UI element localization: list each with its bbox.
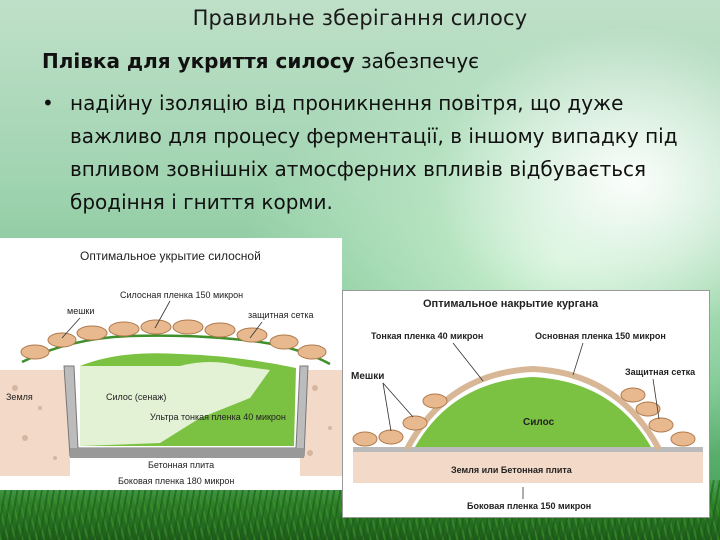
- left-earth-wall: [0, 370, 70, 476]
- label-film150: Силосная пленка 150 микрон: [120, 290, 243, 300]
- silage-mound-diagram: Оптимальное накрытие кургана Тонкая плен…: [342, 290, 710, 518]
- slide-title: Правильне зберігання силосу: [192, 6, 528, 30]
- silage-highlight: [80, 362, 270, 446]
- label-mound-silage: Силос: [523, 417, 555, 428]
- silage-trench-diagram: Оптимальное укрытие силосной Силосная пл…: [0, 238, 342, 490]
- left-fig-title: Оптимальное укрытие силосной: [80, 249, 261, 263]
- label-mound-net: Защитная сетка: [625, 367, 696, 377]
- bullet-text: надійну ізоляцію від проникнення повітря…: [70, 91, 678, 214]
- label-ground: Земля или Бетонная плита: [451, 465, 573, 475]
- concrete-slab: [70, 448, 304, 458]
- label-mound-bags: Мешки: [351, 371, 384, 382]
- ground-slab: [353, 451, 703, 483]
- bag-row: [20, 319, 327, 360]
- bullet-marker: •: [42, 91, 54, 115]
- silage-mound: [415, 377, 651, 447]
- label-thin: Тонкая пленка 40 микрон: [371, 331, 483, 341]
- lead-rest: забезпечує: [354, 49, 480, 73]
- right-earth-wall: [300, 370, 342, 476]
- label-net: защитная сетка: [248, 310, 314, 320]
- label-side: Боковая пленка 150 микрон: [467, 501, 591, 511]
- bottom-film: [353, 447, 703, 452]
- right-fig-title: Оптимальное накрытие кургана: [423, 298, 599, 310]
- lead-line: Плівка для укриття силосу забезпечує: [42, 49, 479, 73]
- label-silage: Силос (сенаж): [106, 392, 166, 402]
- lead-bold: Плівка для укриття силосу: [42, 49, 355, 73]
- mound-bag-row: [352, 387, 696, 447]
- label-main: Основная пленка 150 микрон: [535, 331, 666, 341]
- bullet-item: • надійну ізоляцію від проникнення повіт…: [42, 87, 697, 219]
- label-earth: Земля: [6, 392, 33, 402]
- label-side-film: Боковая пленка 180 микрон: [118, 476, 234, 486]
- cover-film-mound: [404, 365, 662, 451]
- label-concrete: Бетонная плита: [148, 460, 214, 470]
- label-bags: мешки: [67, 306, 94, 316]
- label-ultra-thin: Ультра тонкая пленка 40 микрон: [150, 412, 286, 422]
